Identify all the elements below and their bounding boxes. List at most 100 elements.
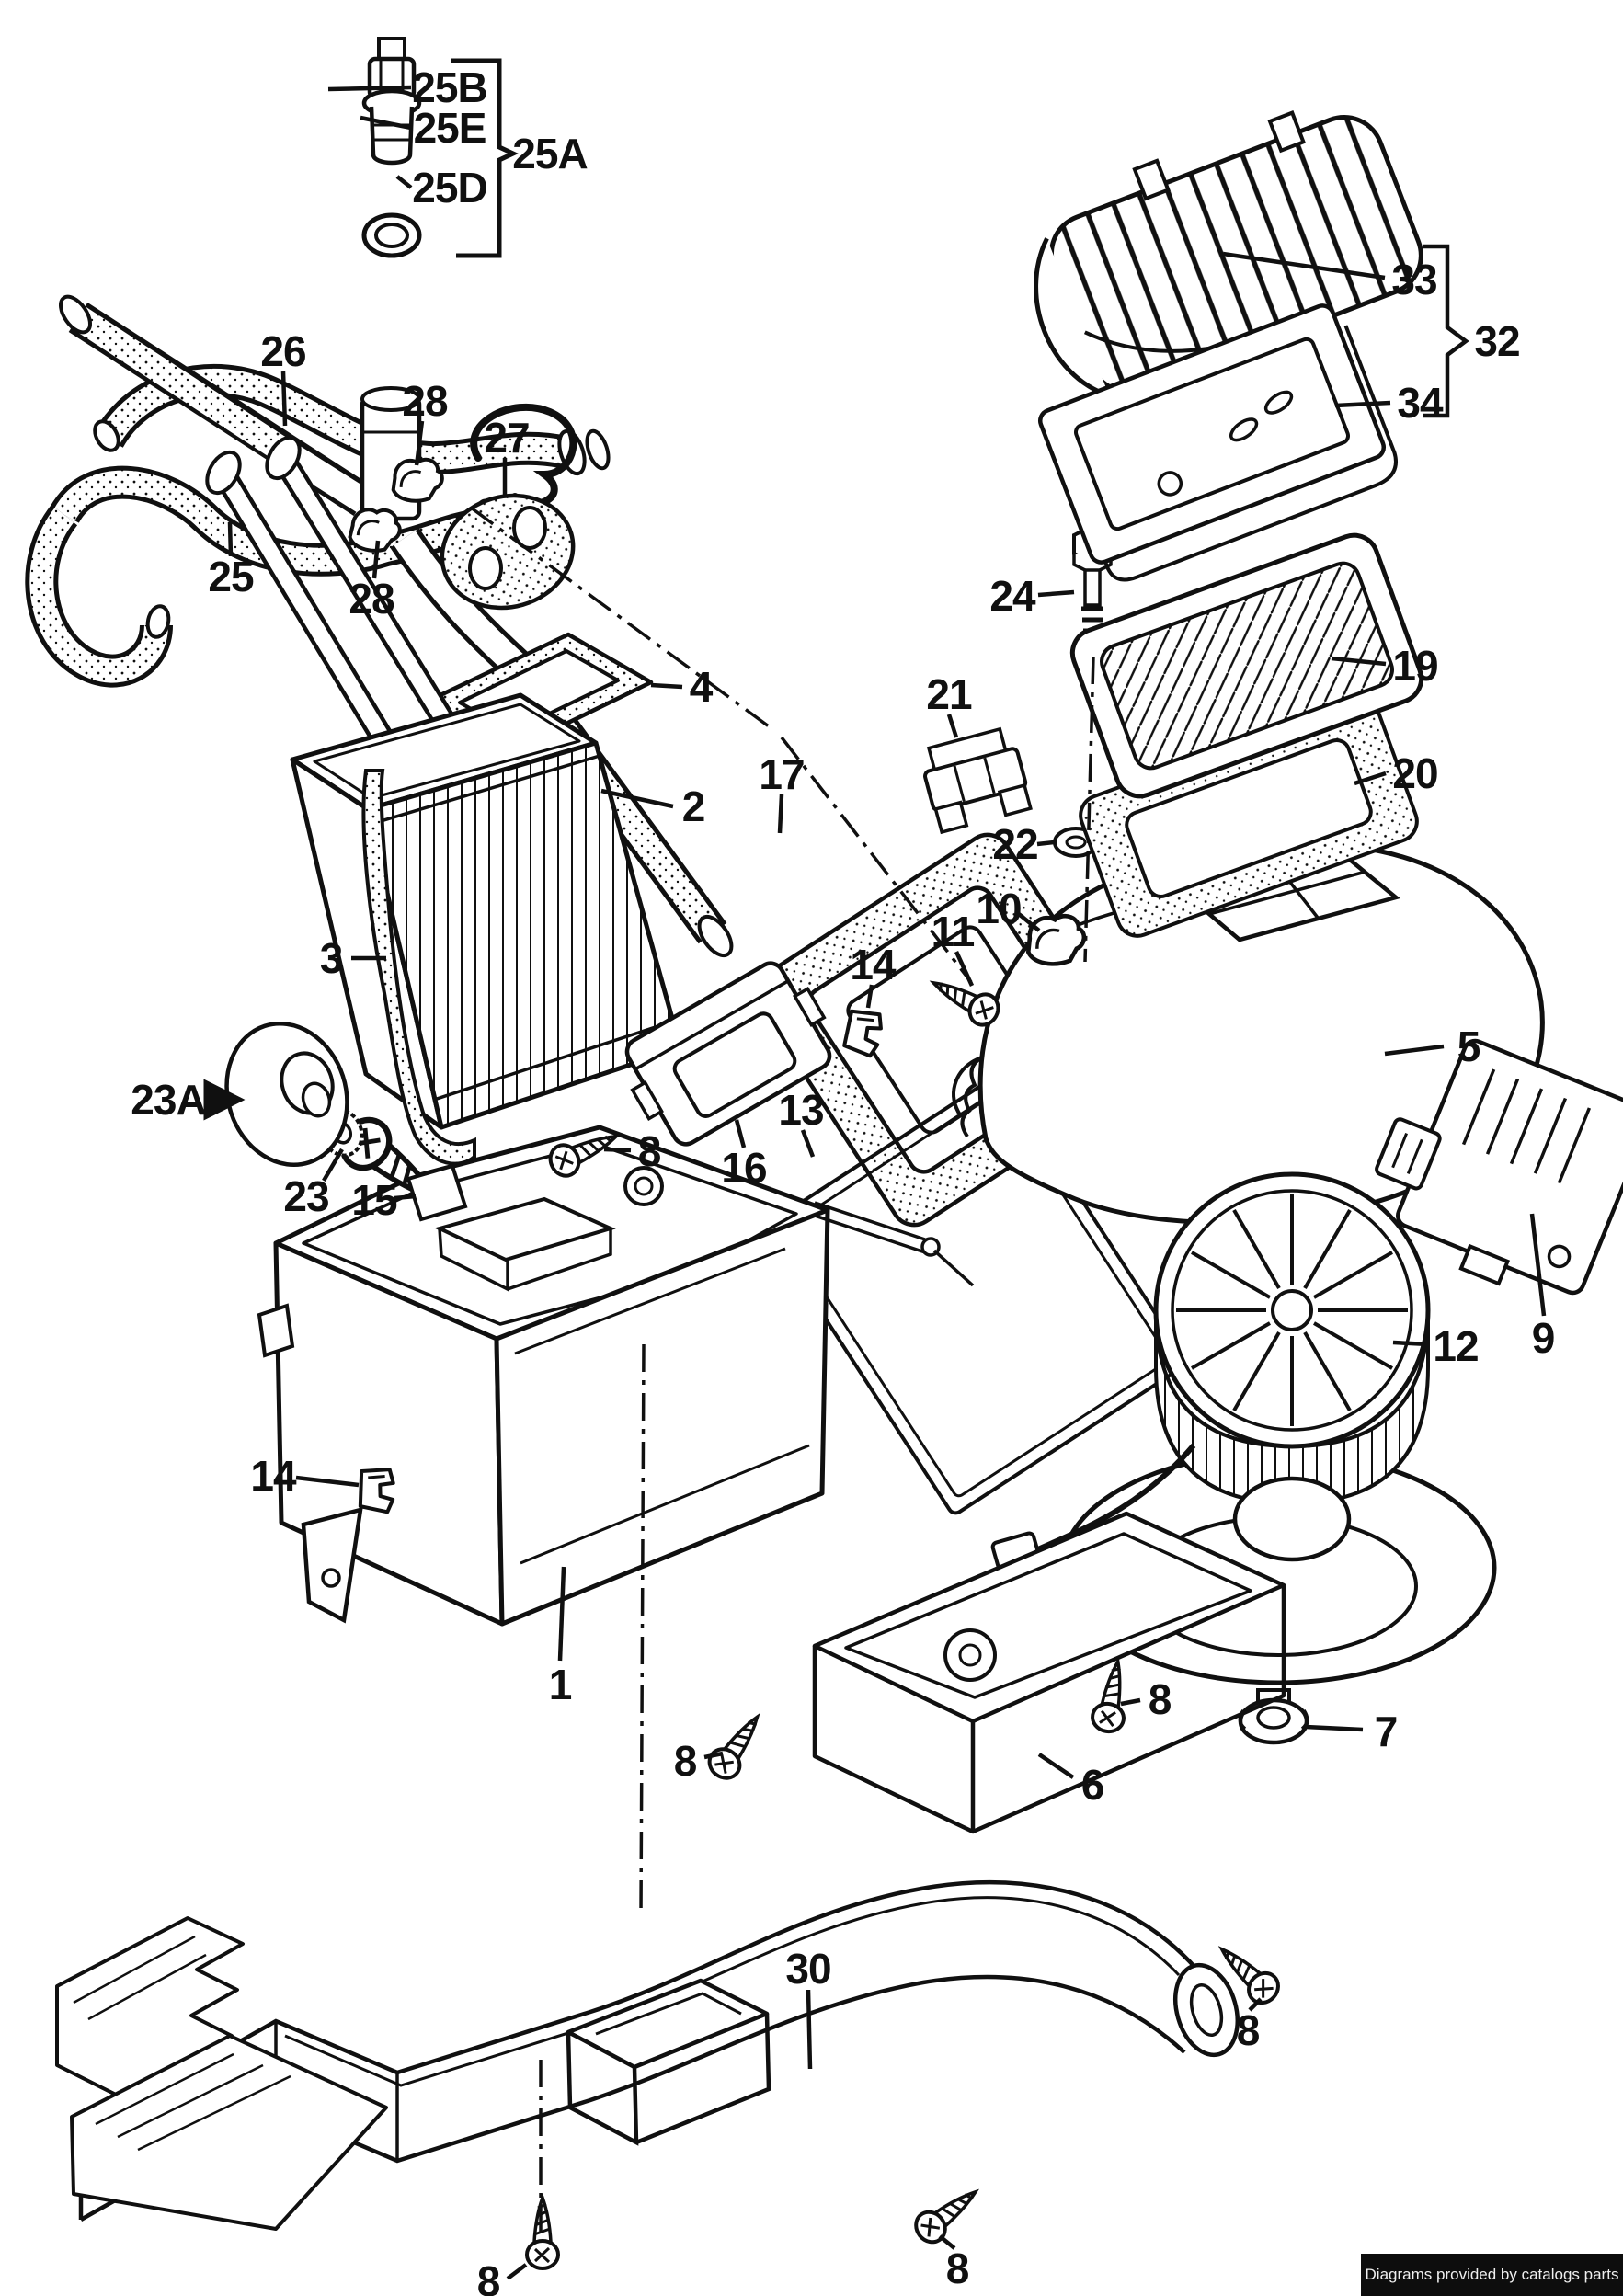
part-label-2-25: 2 — [681, 782, 706, 830]
part-label-25A-3: 25A — [512, 130, 588, 177]
part-label-23-28: 23 — [283, 1172, 329, 1220]
part-label-8-41: 8 — [945, 2245, 970, 2292]
leader-25D-2 — [395, 175, 413, 189]
floor-panel — [55, 1916, 388, 2231]
washer-22 — [1053, 827, 1099, 858]
part-label-32-10: 32 — [1474, 317, 1520, 365]
leader-12-32 — [1392, 1340, 1430, 1347]
leader-19-13 — [1331, 656, 1387, 667]
leader-15-29 — [394, 1194, 417, 1201]
part-label-30-39: 30 — [785, 1945, 831, 1993]
leader-23-28 — [322, 1148, 344, 1182]
part-label-13-20: 13 — [778, 1086, 824, 1134]
watermark: Diagrams provided by catalogs parts — [1361, 2254, 1623, 2296]
leader-28-8 — [371, 540, 381, 579]
duct-6 — [812, 1511, 1286, 1834]
seal-20 — [1079, 699, 1419, 938]
part-label-7-38: 7 — [1374, 1708, 1399, 1755]
part-label-23A-27: 23A — [131, 1076, 206, 1124]
leader-1-34 — [557, 1566, 566, 1662]
leader-2-25 — [600, 788, 674, 809]
part-label-20-15: 20 — [1392, 749, 1438, 797]
part-label-4-24: 4 — [689, 663, 714, 711]
screw-15 — [333, 1111, 468, 1220]
part-label-6-36: 6 — [1080, 1761, 1105, 1809]
grommet-7 — [1238, 1688, 1309, 1745]
part-label-25-7: 25 — [208, 553, 254, 600]
grommet-23A — [224, 1021, 349, 1168]
bracket-32 — [1423, 244, 1469, 418]
part-label-25D-2: 25D — [412, 164, 487, 211]
o-ring-25E — [361, 212, 422, 258]
grommet-27 — [440, 493, 576, 611]
part-label-8-40: 8 — [1236, 2006, 1261, 2054]
leader-22-16 — [1036, 840, 1055, 847]
part-label-28-8: 28 — [349, 575, 394, 623]
sensor-25B — [361, 37, 422, 166]
part-label-8-42: 8 — [476, 2257, 501, 2296]
leader-8-40 — [1248, 1997, 1263, 2012]
bracket-25A — [451, 58, 519, 258]
leader-25B-0 — [327, 85, 412, 92]
part-label-33-9: 33 — [1391, 256, 1437, 303]
part-label-27-6: 27 — [484, 414, 530, 462]
leader-lines — [203, 85, 1547, 2280]
leader-8-22 — [603, 1147, 632, 1153]
part-label-28-5: 28 — [402, 377, 448, 425]
assembly-axes — [469, 506, 1095, 2234]
part-label-19-13: 19 — [1392, 642, 1438, 690]
part-label-8-22: 8 — [637, 1127, 662, 1175]
retaining-clip-25D — [470, 403, 577, 508]
duct-30-riser — [566, 1978, 771, 2146]
leader-13-20 — [800, 1129, 816, 1158]
part-label-10-17: 10 — [976, 885, 1022, 932]
leader-25E-1 — [360, 115, 412, 131]
leader-25-7 — [227, 521, 234, 557]
leader-9-31 — [1529, 1213, 1547, 1317]
leader-8-41 — [938, 2234, 956, 2250]
blower-12 — [990, 1171, 1431, 1573]
leader-14-19 — [865, 984, 874, 1009]
leader-20-15 — [1354, 771, 1387, 786]
seal-strip-3 — [361, 769, 476, 1166]
bracket-21 — [923, 726, 1033, 835]
leader-34-11 — [1334, 400, 1391, 408]
part-label-15-29: 15 — [351, 1176, 397, 1224]
adapter-16 — [624, 961, 832, 1147]
leader-30-39 — [806, 1989, 813, 2070]
part-label-25E-1: 25E — [413, 104, 487, 152]
leader-24-12 — [1037, 589, 1075, 598]
filter-19 — [1069, 532, 1424, 799]
leader-16-21 — [734, 1119, 747, 1148]
leader-4-24 — [650, 682, 683, 690]
tray-34 — [1038, 303, 1398, 582]
gasket-13 — [766, 1074, 1187, 1515]
part-label-11-18: 11 — [931, 908, 976, 955]
leader-8-42 — [506, 2263, 528, 2280]
leader-26-4 — [280, 371, 288, 427]
floor-duct-30 — [78, 1879, 1240, 2222]
part-label-3-26: 3 — [319, 934, 344, 982]
leader-10-17 — [1017, 912, 1041, 932]
part-label-22-16: 22 — [992, 820, 1038, 868]
leader-28-5 — [414, 420, 425, 466]
part-label-5-30: 5 — [1457, 1022, 1481, 1070]
part-label-9-31: 9 — [1531, 1314, 1556, 1362]
part-label-25B-0: 25B — [412, 63, 487, 111]
leader-7-38 — [1305, 1724, 1364, 1732]
leader-5-30 — [1384, 1044, 1445, 1057]
controller-9 — [1375, 1038, 1623, 1296]
part-label-16-21: 16 — [721, 1144, 767, 1192]
leader-8-35 — [703, 1751, 724, 1760]
part-label-12-32: 12 — [1433, 1322, 1479, 1370]
part-label-24-12: 24 — [989, 572, 1035, 620]
part-label-14-19: 14 — [850, 941, 896, 988]
leader-17-23 — [777, 794, 784, 834]
part-label-21-14: 21 — [926, 670, 972, 718]
leader-21-14 — [946, 714, 959, 738]
part-label-14-33: 14 — [250, 1452, 296, 1500]
leader-6-36 — [1037, 1753, 1075, 1779]
leader-33-9 — [1222, 251, 1386, 280]
